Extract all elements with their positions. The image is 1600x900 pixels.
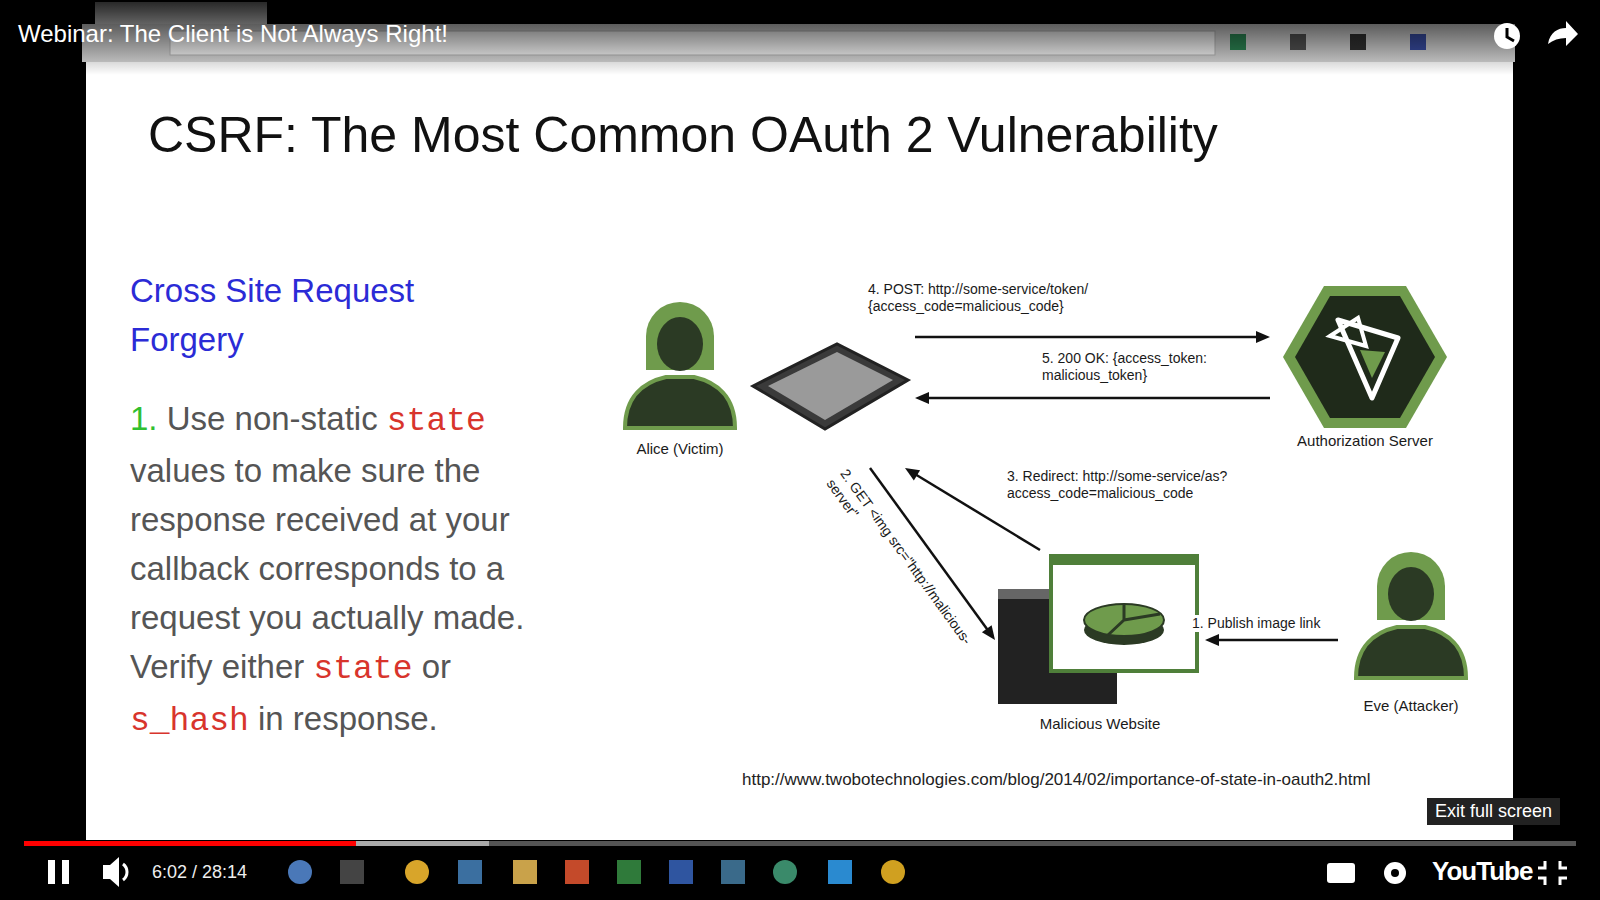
settings-icon-hole [1391,869,1399,877]
arrow-head [982,625,995,640]
flow-arrow [1205,634,1338,646]
slide [86,62,1513,840]
progress-track [24,841,1576,846]
slide-subheading: Cross Site Request Forgery [130,266,460,364]
arrow-line [928,397,1270,400]
body-phrase: 1. [130,400,158,437]
alice-figure [625,302,735,428]
clock-hands [1507,28,1514,41]
front-window-bar [1051,556,1197,565]
arrow-head [1205,634,1219,646]
server-emblem [1330,318,1366,346]
body-text: 1. Use non-static state values to make s… [130,394,560,746]
node-label: Malicious Website [1040,715,1161,732]
pause-icon [48,860,55,884]
server-hexagon-inner [1295,296,1435,418]
body-phrase: or [422,648,451,685]
player-logo: YouTube [1432,856,1532,887]
hair [646,302,714,370]
volume-wave [123,864,127,880]
taskbar-icon [288,860,312,884]
pie-chart [1084,604,1164,636]
flow-arrow [915,392,1270,404]
taskbar-icon [565,860,589,884]
taskbar-icon [881,860,905,884]
taskbar-icon [828,860,852,884]
tooltip: Exit full screen [1427,798,1560,825]
edge-label: 3. Redirect: http://some-service/as?acce… [1005,468,1394,502]
taskbar-icon [458,860,482,884]
settings-icon [1384,862,1406,884]
tablet-screen [768,352,893,420]
time-display: 6:02 / 28:14 [152,862,247,883]
share-icon [1548,21,1578,46]
body [625,377,735,428]
server-hexagon [1283,286,1447,428]
arrow-head [1256,331,1270,343]
arrow-head [905,468,920,480]
front-window [1051,556,1197,671]
pie-slices [1108,604,1160,635]
pause-icon [62,860,69,884]
top-shade [0,0,1600,75]
taskbar-icon [405,860,429,884]
code-word: state [387,403,486,440]
slide-title: CSRF: The Most Common OAuth 2 Vulnerabil… [148,106,1218,164]
figure-node: Eve (Attacker) [1338,556,1478,720]
arrow-head [915,392,929,404]
flow-arrow [915,331,1270,343]
code-word: s_hash [130,703,249,740]
taskbar-icon [669,860,693,884]
body-phrase: Use non-static [167,400,378,437]
source-link: http://www.twobotechnologies.com/blog/20… [742,770,1370,790]
node-label: Alice (Victim) [636,440,723,457]
figure-node: Malicious Website [995,550,1205,740]
captions-icon [1327,863,1355,883]
tablet [753,344,908,429]
watch-later-icon [1494,23,1520,49]
body-phrase: values to make sure the response receive… [130,452,524,685]
volume-icon [103,857,119,887]
taskbar-icons [288,860,905,884]
face [1388,567,1434,621]
arrow-line [915,336,1257,339]
body [1356,627,1466,678]
taskbar-icon [773,860,797,884]
edge-label: 5. 200 OK: {access_token: malicious_toke… [1040,350,1274,384]
video-title: Webinar: The Client is Not Always Right! [18,20,448,48]
exit-fullscreen-icon [1538,861,1567,885]
server-emblem [1360,350,1385,378]
server-emblem [1338,320,1398,398]
taskbar-icon [340,860,364,884]
edge-label: 1. Publish image link [1190,615,1354,632]
taskbar-icon [513,860,537,884]
progress-played [24,841,356,846]
node-label: Eve (Attacker) [1363,697,1458,714]
eve-figure [1356,552,1466,678]
figure-node: Alice (Victim) [612,300,915,468]
body-phrase: in response. [258,700,438,737]
arrow-line [1218,639,1338,642]
hair [1377,552,1445,620]
figure-node: Authorization Server [1270,280,1460,455]
progress-buffered [24,841,489,846]
face [657,317,703,371]
node-label: Authorization Server [1297,432,1433,449]
edge-label: 4. POST: http://some-service/token/ {acc… [866,281,1265,315]
taskbar-icon [617,860,641,884]
taskbar-icon [721,860,745,884]
code-word: state [313,651,412,688]
